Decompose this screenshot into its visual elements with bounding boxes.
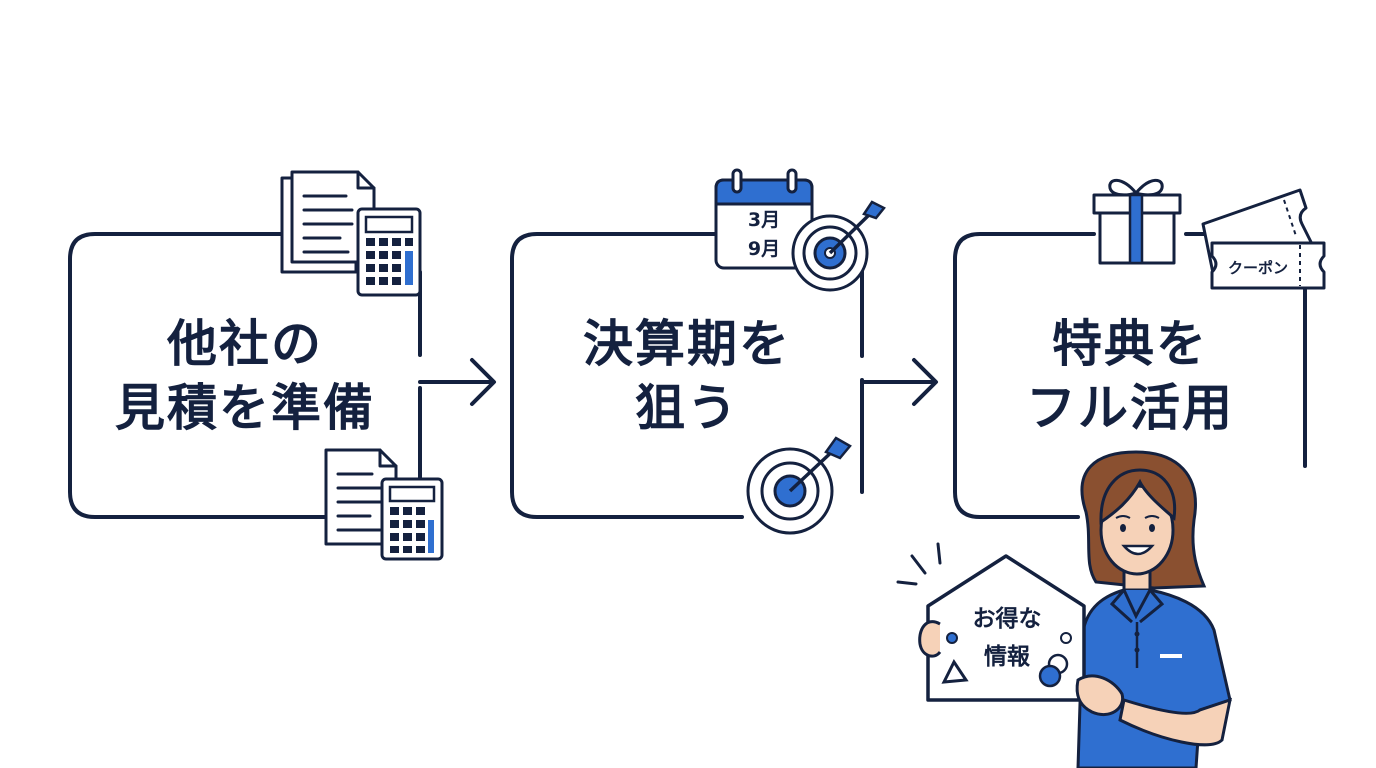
person-illustration bbox=[1076, 450, 1232, 768]
calculator-icon bbox=[356, 207, 422, 297]
sign-line-2: 情報 bbox=[984, 643, 1031, 670]
calculator-icon-2 bbox=[380, 477, 444, 561]
target-icon bbox=[791, 200, 886, 292]
step-2-text: 決算期を 狙う bbox=[512, 312, 862, 440]
arrow-1 bbox=[418, 358, 496, 406]
arrow-2 bbox=[860, 358, 938, 406]
sign-line-1: お得な bbox=[973, 605, 1042, 632]
step-2-line-2: 狙う bbox=[635, 379, 739, 437]
step-3-line-2: フル活用 bbox=[1026, 379, 1234, 437]
documents-icon bbox=[280, 170, 376, 274]
coupon-label: クーポン bbox=[1228, 259, 1288, 277]
step-3-text: 特典を フル活用 bbox=[955, 312, 1305, 440]
calendar-month-1: 3月 bbox=[748, 209, 780, 231]
calendar-month-2: 9月 bbox=[748, 238, 780, 260]
step-box-3 bbox=[953, 232, 1307, 519]
coupon-icon: クーポン bbox=[1210, 241, 1326, 290]
gift-icon bbox=[1092, 178, 1182, 265]
step-3-line-1: 特典を bbox=[1052, 315, 1208, 373]
step-1-text: 他社の 見積を準備 bbox=[70, 312, 420, 440]
step-2-line-1: 決算期を bbox=[583, 315, 791, 373]
sparkle-lines bbox=[896, 542, 942, 586]
step-1-line-1: 他社の bbox=[167, 315, 323, 373]
calendar-icon: 3月 9月 bbox=[714, 168, 814, 270]
step-1-line-2: 見積を準備 bbox=[115, 379, 375, 437]
info-sign: お得な 情報 bbox=[918, 554, 1125, 717]
target-icon-2 bbox=[746, 436, 852, 535]
